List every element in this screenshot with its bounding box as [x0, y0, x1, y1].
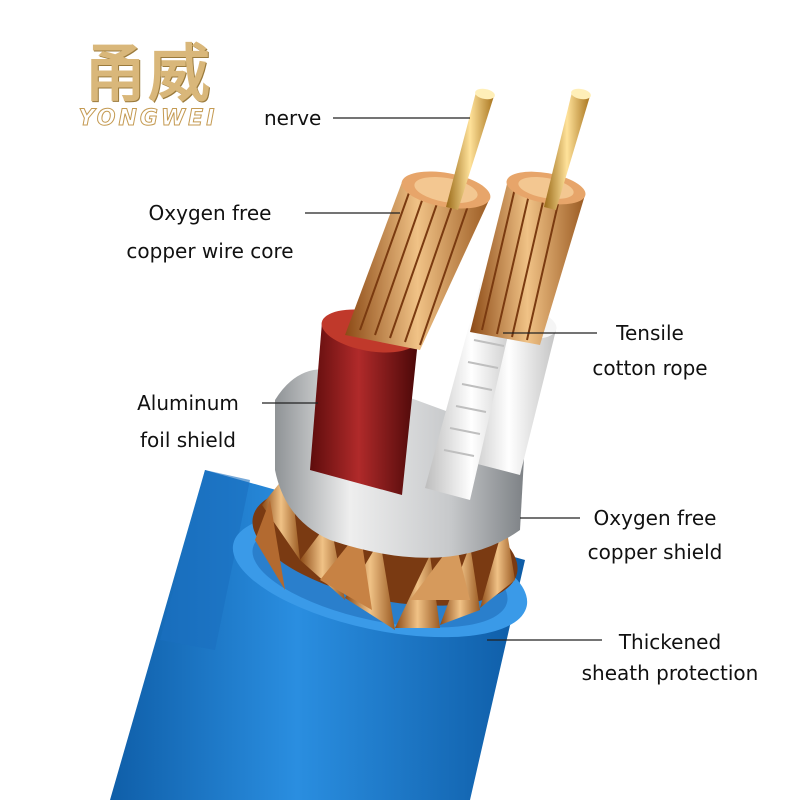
brand-logo: 甬威 YONGWEI — [48, 34, 248, 130]
nerve-pin-left — [446, 88, 495, 210]
label-core-line2: copper wire core — [126, 239, 294, 263]
label-core-line1: Oxygen free — [148, 201, 272, 225]
nerve-pin-right — [544, 88, 591, 210]
label-rope-line1: Tensile — [616, 321, 684, 345]
label-shield-line1: Oxygen free — [593, 506, 717, 530]
label-foil-line2: foil shield — [140, 428, 236, 452]
brand-name-cn: 甬威 — [83, 37, 212, 110]
leader-lines — [262, 117, 602, 641]
label-rope-line2: cotton rope — [592, 356, 708, 380]
label-sheath-line2: sheath protection — [581, 661, 759, 685]
label-shield-line2: copper shield — [587, 540, 723, 564]
label-nerve: nerve — [264, 106, 322, 130]
label-foil-line1: Aluminum — [137, 391, 239, 415]
label-sheath-line1: Thickened — [618, 630, 722, 654]
brand-name-en: YONGWEI — [78, 106, 218, 131]
